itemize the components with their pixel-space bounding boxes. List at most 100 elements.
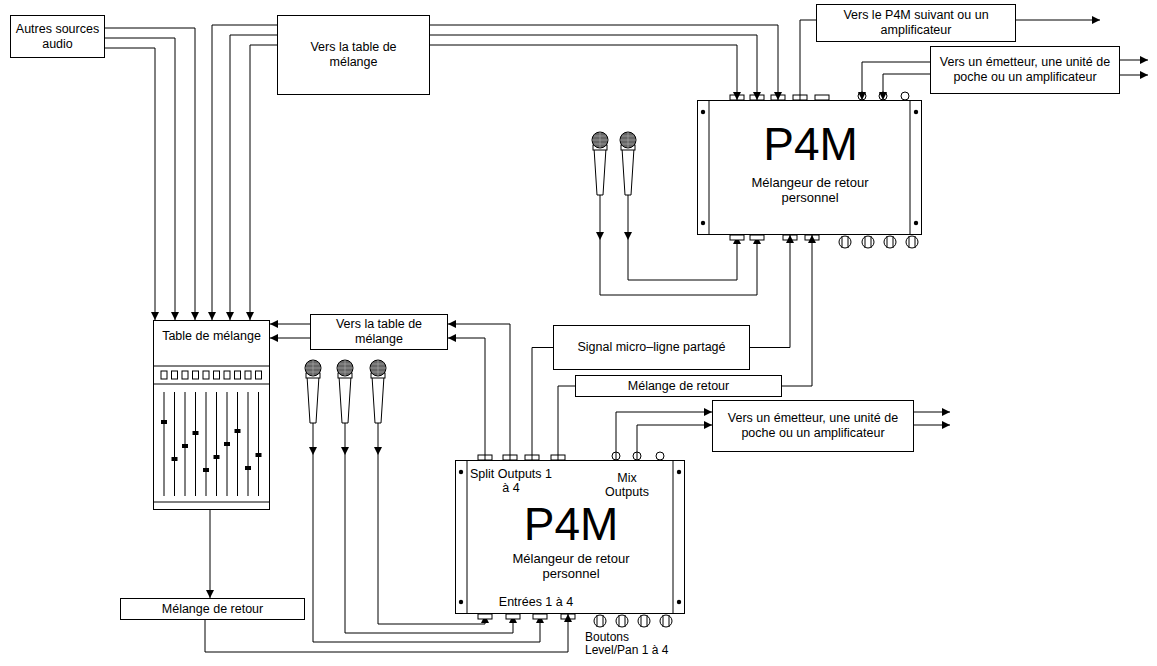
signal-line [448,338,485,460]
console-fader [172,371,178,496]
output-arrow [914,412,950,413]
signal-connector [532,348,553,461]
mixer-unit: P4M Mélangeur de retour personnel [697,100,922,235]
input-jack [478,614,492,619]
box-text: Mélangeur de retour personnel [501,551,641,581]
housing-screw [459,470,463,474]
signal-connector [105,28,195,320]
box-text: Signal micro–ligne partagé [577,340,725,355]
destination-box: Vers la table de mélange [310,314,448,350]
signal-line [270,324,310,325]
destination-box: Vers un émetteur, une unité de poche ou … [712,400,914,452]
console-fader [203,371,209,496]
housing-screw [701,221,705,225]
input-jack [506,614,520,619]
box-text: P4M [698,119,923,169]
microphone [337,360,353,423]
mixing-console: Table de mélange [153,320,270,510]
mic-cable [313,423,314,455]
destination-box: Vers la table de mélange [277,15,430,95]
box-text: Mélange de retour [628,379,729,394]
signal-connector [616,412,712,460]
console-fader [161,371,167,496]
mic-cable [600,195,601,240]
mic-cable [628,236,737,280]
box-text: Vers un émetteur, une unité de poche ou … [713,411,913,441]
mix-output-jack [901,92,909,100]
signal-connector [750,235,790,348]
box-text: Mix Outputs [596,471,658,499]
signal-line [532,348,553,461]
output-arrow [1016,20,1100,21]
signal-connector [270,324,310,338]
signal-line [105,28,195,320]
box-text: Mélange de retour [162,602,263,617]
console-panel [153,366,270,502]
box-text: Table de mélange [162,329,261,344]
signal-connector [800,20,816,100]
signal-line [430,45,737,100]
housing-screw [459,600,463,604]
console-fader [245,371,251,496]
housing-screw [914,110,918,114]
output-arrow [914,425,950,426]
level-pan-knob [638,615,650,627]
destination-box: Vers le P4M suivant ou un amplificateur [816,4,1016,42]
signal-line [616,412,712,460]
input-jack [730,235,744,240]
mic-cable [628,195,629,240]
signal-line [883,74,930,100]
housing-screw [701,110,705,114]
box-text: Mélangeur de retour personnel [735,175,885,205]
signal-line [800,20,816,100]
signal-line [230,35,277,320]
signal-box: Mélange de retour [120,598,305,620]
signal-line [862,62,930,100]
signal-connector [558,386,575,460]
level-pan-knob [862,236,874,248]
console-fader [256,371,262,496]
mic-cable [345,455,513,633]
signal-line [430,25,778,100]
mic-cable [378,455,485,624]
signal-line [448,324,510,460]
mixer-unit: Split Outputs 1 à 4Mix OutputsP4MMélange… [455,460,685,614]
signal-connector [448,324,510,460]
box-text: P4M [456,499,686,549]
source-box: Autres sources audio [10,15,105,58]
console-fader [235,371,241,496]
microphone [370,360,386,423]
signal-line [105,48,155,320]
box-text: Autres sources audio [11,22,104,52]
box-text: Vers un émetteur, une unité de poche ou … [931,55,1119,85]
housing-screw [677,600,681,604]
mic-cable [345,423,346,455]
microphone [620,132,636,195]
console-fader [182,371,188,496]
destination-box: Vers un émetteur, une unité de poche ou … [930,46,1120,94]
signal-box: Mélange de retour [575,375,782,397]
signal-connector [862,62,930,100]
box-text: Vers le P4M suivant ou un amplificateur [817,8,1015,38]
level-pan-knob [906,236,918,248]
level-pan-knob [884,236,896,248]
output-arrow [1120,75,1148,76]
signal-line [430,35,757,100]
input-jack [533,614,547,619]
box-text: Entrées 1 à 4 [481,595,591,610]
console-fader [214,371,220,496]
mic-cable [600,236,757,295]
console-fader [193,371,199,496]
signal-line [558,386,575,460]
input-jack [750,235,764,240]
microphone [592,132,608,195]
level-pan-knob [594,615,606,627]
level-pan-knob [616,615,628,627]
signal-connector [430,25,778,100]
level-pan-knob [839,236,851,248]
signal-line [250,45,277,320]
box-text: Vers la table de mélange [300,40,407,70]
output-arrow [1120,60,1148,61]
signal-connector [210,510,211,598]
housing-screw [677,470,681,474]
